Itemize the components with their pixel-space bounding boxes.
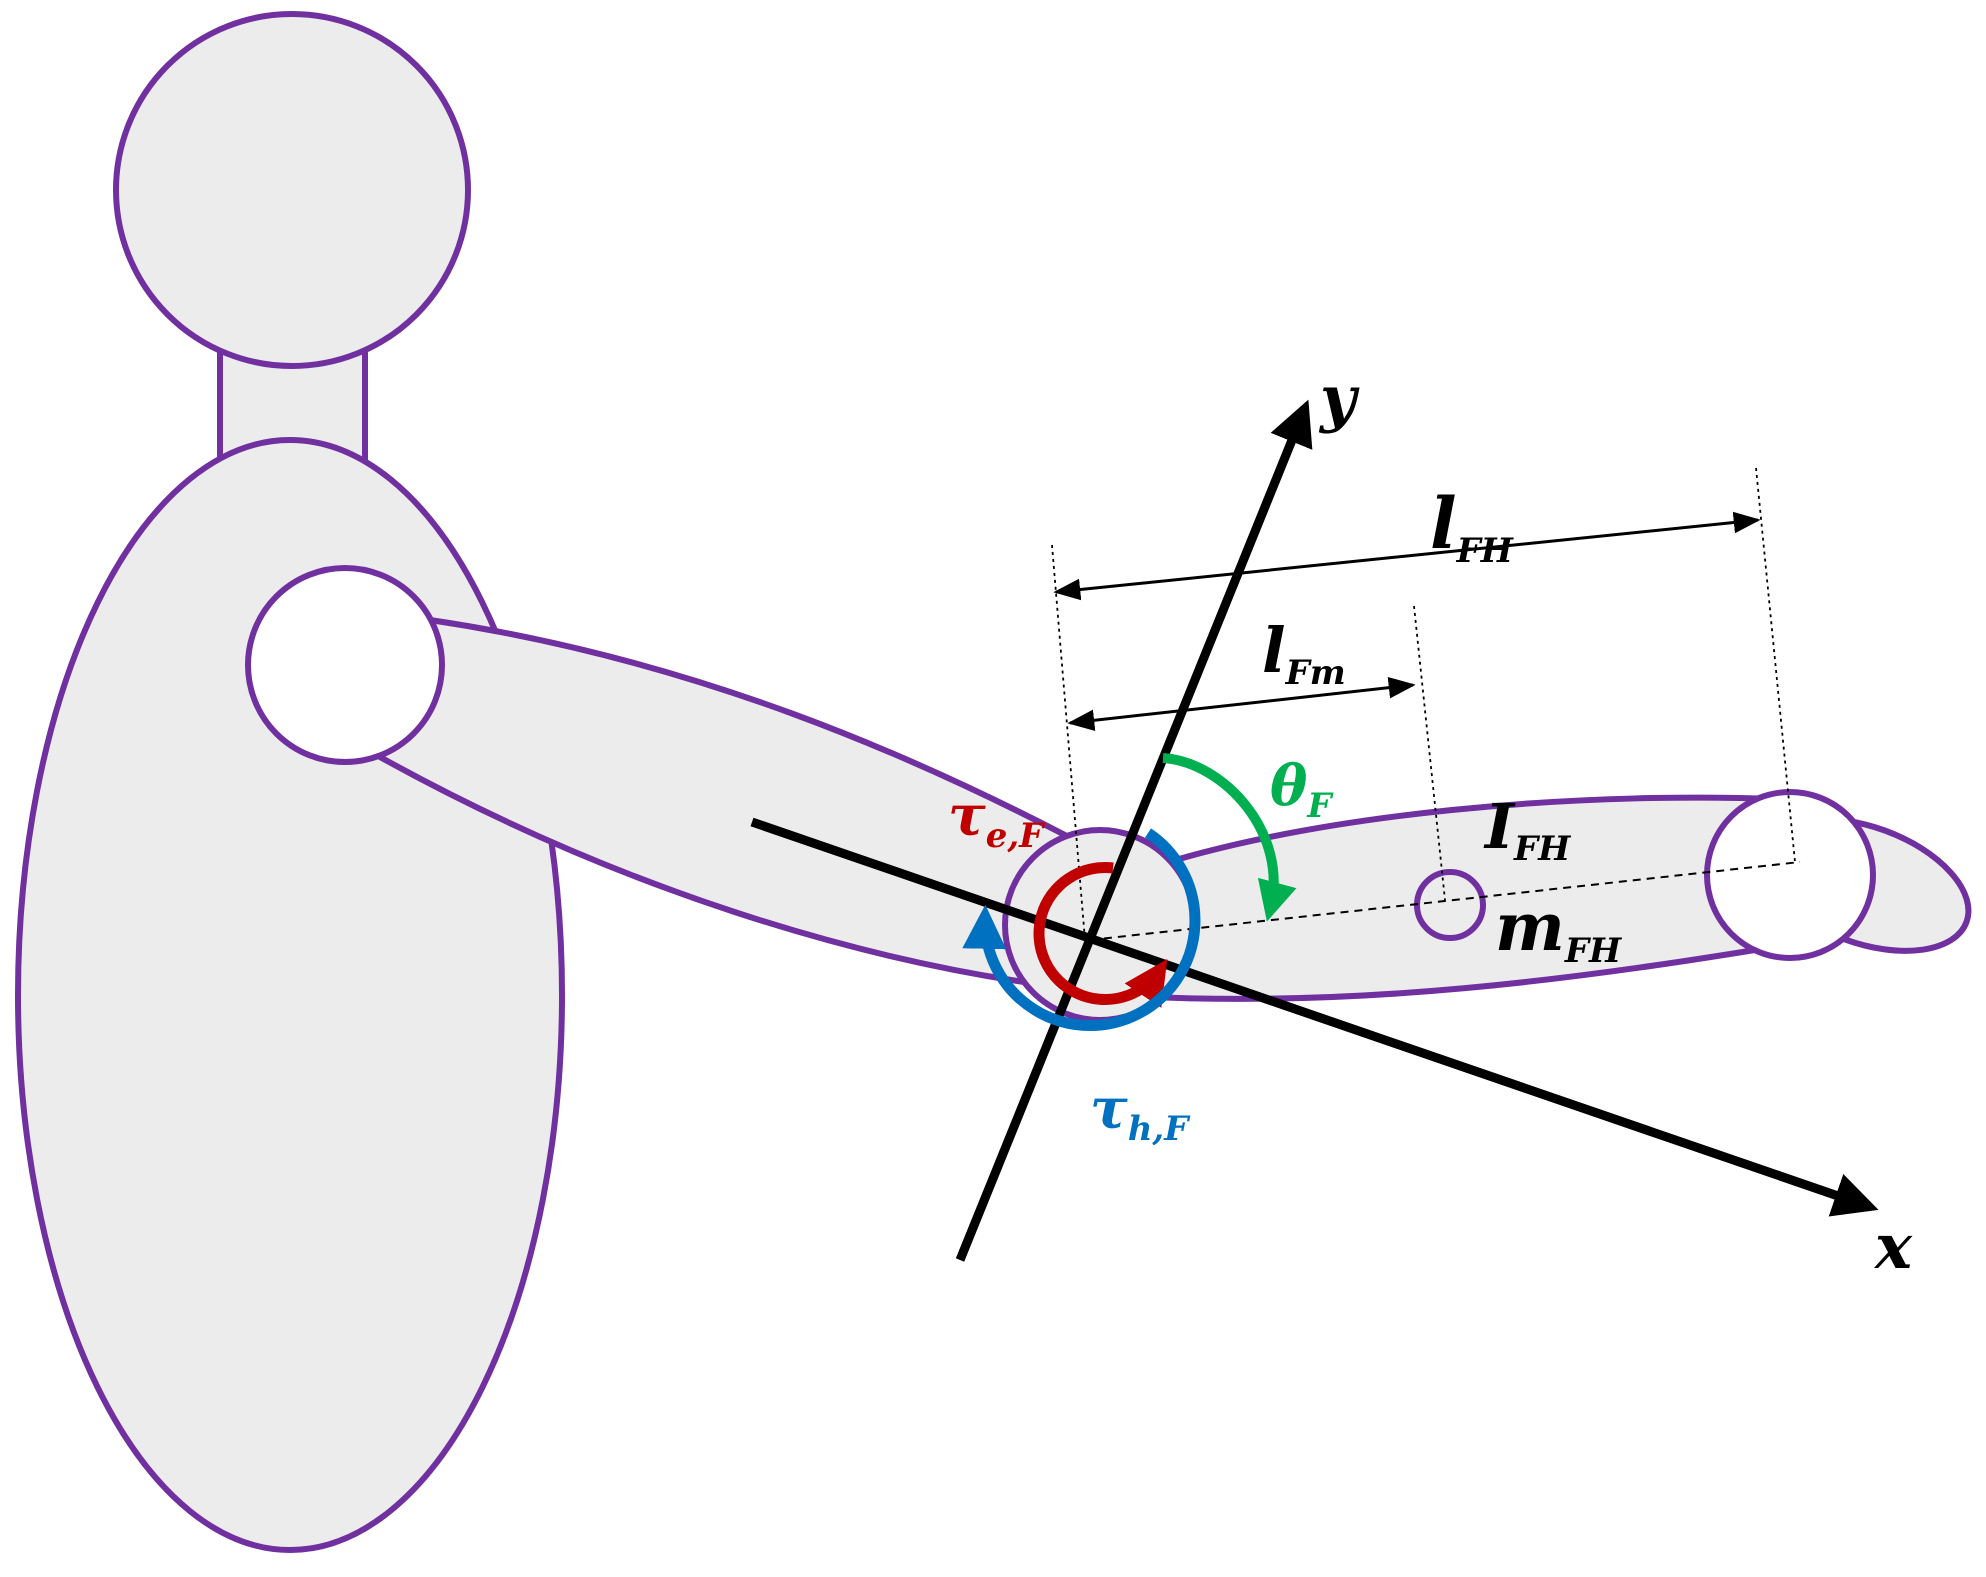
label-tau-h-f: τh,F [1090, 1076, 1191, 1149]
dimension-arrow-lfh [1053, 511, 1761, 601]
label-i-fh: IFH [1483, 790, 1572, 869]
y-axis [955, 399, 1313, 1262]
label-l-fh: lFH [1430, 482, 1515, 571]
label-theta-f: θF [1270, 753, 1334, 826]
head [113, 11, 471, 369]
label-tau-e-f: τe,F [948, 783, 1046, 856]
label-m-fh: mFH [1495, 888, 1623, 971]
label-l-fm: lFm [1262, 614, 1346, 693]
y-axis-label: y [1318, 362, 1360, 435]
x-axis [750, 817, 1879, 1217]
shoulder-joint [245, 565, 445, 765]
theta-angle-arrow [1162, 753, 1297, 922]
wrist-joint [1704, 789, 1876, 961]
x-axis-label: x [1873, 1210, 1913, 1283]
forearm-centerline [1089, 861, 1801, 941]
dimension-arrow-lfm [1067, 676, 1416, 732]
torque-e-arrow [1033, 862, 1168, 1008]
torque-h-arrow [962, 828, 1201, 1032]
